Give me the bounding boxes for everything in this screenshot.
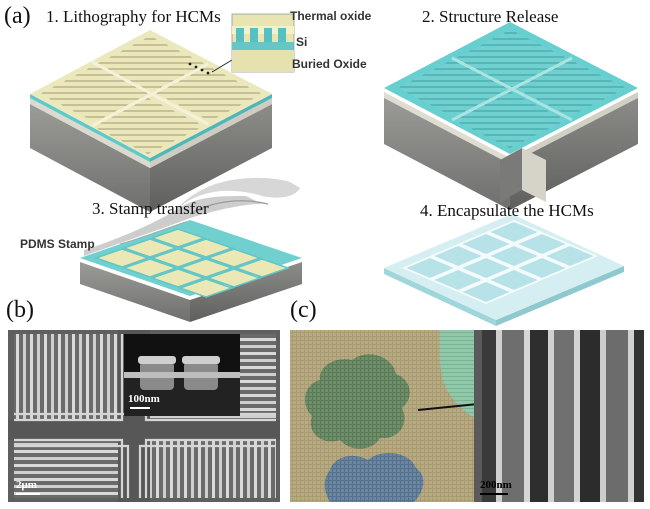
panel-b-letter: (b) bbox=[6, 297, 34, 323]
panel-b-inset-scalebar-label: 100nm bbox=[128, 393, 160, 405]
step2-released-structure bbox=[384, 22, 638, 210]
panel-c-letter: (c) bbox=[290, 297, 317, 323]
inset-label-thermal-oxide: Thermal oxide bbox=[290, 9, 372, 23]
step1-cross-section-inset bbox=[231, 13, 295, 73]
step1-title: 1. Lithography for HCMs bbox=[46, 7, 221, 26]
panel-c-scalebar-label: 200nm bbox=[480, 479, 512, 491]
panel-b-sem-image bbox=[8, 330, 280, 502]
step1-wafer-illustration bbox=[30, 30, 272, 212]
step3-stamp-transfer bbox=[80, 177, 302, 322]
stamp-label: PDMS Stamp bbox=[20, 237, 95, 251]
step4-title: 4. Encapsulate the HCMs bbox=[420, 201, 594, 220]
step4-encapsulated-hcms bbox=[384, 214, 624, 326]
inset-label-buried-oxide: Buried Oxide bbox=[292, 57, 367, 71]
inset-label-si: Si bbox=[296, 35, 308, 49]
step2-title: 2. Structure Release bbox=[422, 7, 559, 26]
panel-b-main-scalebar-label: 2μm bbox=[16, 479, 37, 491]
panel-c-optical-image bbox=[290, 330, 506, 502]
panel-c-sem-image bbox=[474, 330, 644, 502]
panel-a-letter: (a) bbox=[4, 3, 31, 29]
step3-title: 3. Stamp transfer bbox=[92, 199, 209, 218]
